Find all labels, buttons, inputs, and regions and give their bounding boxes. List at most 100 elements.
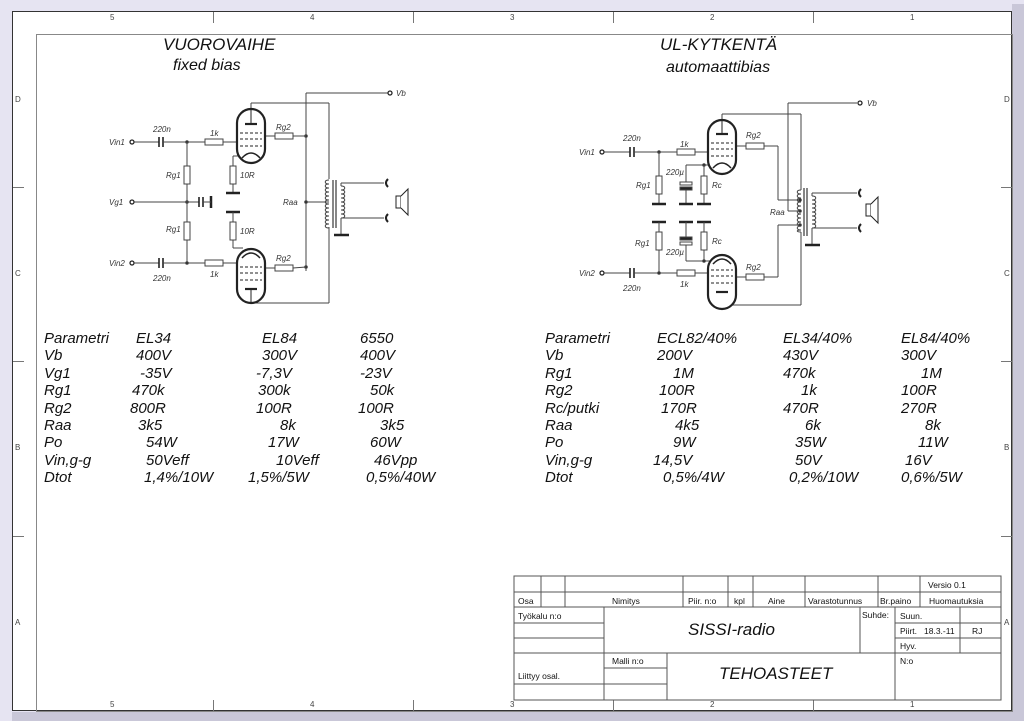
parameter-value: 300V — [262, 347, 298, 365]
table-row: Rc/putki 170R 470R 270R — [545, 400, 995, 417]
zone-divider — [413, 700, 414, 711]
parameter-value: 50k — [370, 382, 395, 400]
parameter-value: 1k — [801, 382, 817, 400]
label-vin2: Vin2 — [109, 259, 125, 268]
zone-divider — [1001, 361, 1012, 362]
zone-divider — [213, 12, 214, 23]
label-r-grid-top: 1k — [680, 140, 689, 149]
right-tube-bottom — [706, 253, 738, 311]
parameter-name: Vin,g-g — [44, 451, 92, 469]
parameter-name: Dtot — [44, 469, 72, 487]
parameter-value: 9W — [673, 434, 696, 452]
left-output-transformer — [324, 178, 409, 237]
parameter-value: 10Veff — [276, 451, 319, 469]
label-rg2-top: Rg2 — [276, 123, 291, 132]
label-rg1-top: Rg1 — [166, 171, 181, 180]
zone-divider — [13, 536, 24, 537]
parameter-value: -35V — [140, 364, 172, 382]
parameter-name: Rc/putki — [545, 399, 600, 417]
header-cell: EL34/40% — [783, 330, 853, 347]
parameter-value: 8k — [280, 416, 296, 434]
zone-label-col: 1 — [910, 700, 915, 709]
zone-divider — [613, 700, 614, 711]
zone-label-row: D — [15, 95, 21, 104]
drawing-frame — [36, 34, 1013, 712]
left-tube-bottom — [235, 247, 267, 305]
right-circuit-title: UL-KYTKENTÄ — [660, 35, 778, 54]
label-raa: Raa — [283, 198, 298, 207]
label-rg2-bottom: Rg2 — [276, 254, 291, 263]
label-rc-top: Rc — [712, 181, 722, 190]
label-vin1: Vin1 — [109, 138, 125, 147]
header-cell: EL84/40% — [901, 330, 971, 347]
zone-divider — [813, 12, 814, 23]
left-tube-top — [235, 107, 267, 165]
label-r-grid-bottom: 1k — [680, 280, 689, 289]
label-rg2-bottom: Rg2 — [746, 263, 761, 272]
parameter-value: 0,5%/40W — [366, 469, 436, 487]
zone-label-row: C — [1004, 269, 1010, 278]
zone-divider — [813, 700, 814, 711]
zone-label-col: 5 — [110, 13, 115, 22]
parameter-value: 3k5 — [380, 416, 405, 434]
label-ck-bottom: 220µ — [666, 248, 684, 257]
zone-label-row: A — [1004, 618, 1010, 627]
header-cell: EL34 — [136, 330, 172, 347]
label-rg1-bottom: Rg1 — [166, 225, 181, 234]
label-vin1: Vin1 — [579, 148, 595, 157]
header-cell: 6550 — [360, 330, 394, 347]
zone-divider — [413, 12, 414, 23]
zone-label-col: 2 — [710, 13, 715, 22]
parameter-value: 17W — [268, 434, 299, 452]
left-circuit-title: VUOROVAIHE — [163, 35, 276, 54]
left-wiring — [129, 90, 393, 304]
zone-label-col: 1 — [910, 13, 915, 22]
page-shadow-right — [1012, 4, 1024, 721]
parameter-value: 1,5%/5W — [248, 469, 309, 487]
left-circuit-subtitle: fixed bias — [173, 57, 241, 74]
label-c-in-bottom: 220n — [623, 284, 641, 293]
zone-label-row: B — [15, 443, 21, 452]
parameter-name: Vin,g-g — [545, 451, 593, 469]
parameter-value: 100R — [256, 399, 292, 417]
parameter-value: 170R — [661, 399, 697, 417]
parameter-value: 470k — [132, 382, 165, 400]
parameter-value: 16V — [905, 451, 932, 469]
table-row: Vg1-35V-7,3V-23V — [44, 365, 484, 382]
parameter-name: Raa — [44, 416, 72, 434]
zone-divider — [13, 361, 24, 362]
parameter-value: -23V — [360, 364, 392, 382]
zone-label-row: A — [15, 618, 21, 627]
label-c-in-bottom: 220n — [153, 274, 171, 283]
right-parameter-table: Parametri ECL82/40% EL34/40% EL84/40% Vb… — [545, 330, 995, 487]
parameter-value: 11W — [918, 434, 948, 452]
label-vin2: Vin2 — [579, 269, 595, 278]
parameter-value: 1M — [673, 364, 694, 382]
parameter-value: 400V — [360, 347, 396, 365]
zone-divider — [1001, 536, 1012, 537]
parameter-name: Po — [545, 434, 564, 452]
label-vg1: Vg1 — [109, 198, 124, 207]
parameter-value: -7,3V — [256, 364, 292, 382]
label-rc-bottom: Rc — [712, 237, 722, 246]
parameter-value: 300V — [901, 347, 937, 365]
parameter-name: Rg2 — [44, 399, 72, 417]
table-header: Parametri EL34 EL84 6550 — [44, 330, 484, 347]
parameter-value: 270R — [901, 399, 937, 417]
parameter-name: Vb — [44, 347, 63, 365]
parameter-value: 470R — [783, 399, 819, 417]
zone-label-col: 5 — [110, 700, 115, 709]
parameter-value: 0,5%/4W — [663, 469, 724, 487]
